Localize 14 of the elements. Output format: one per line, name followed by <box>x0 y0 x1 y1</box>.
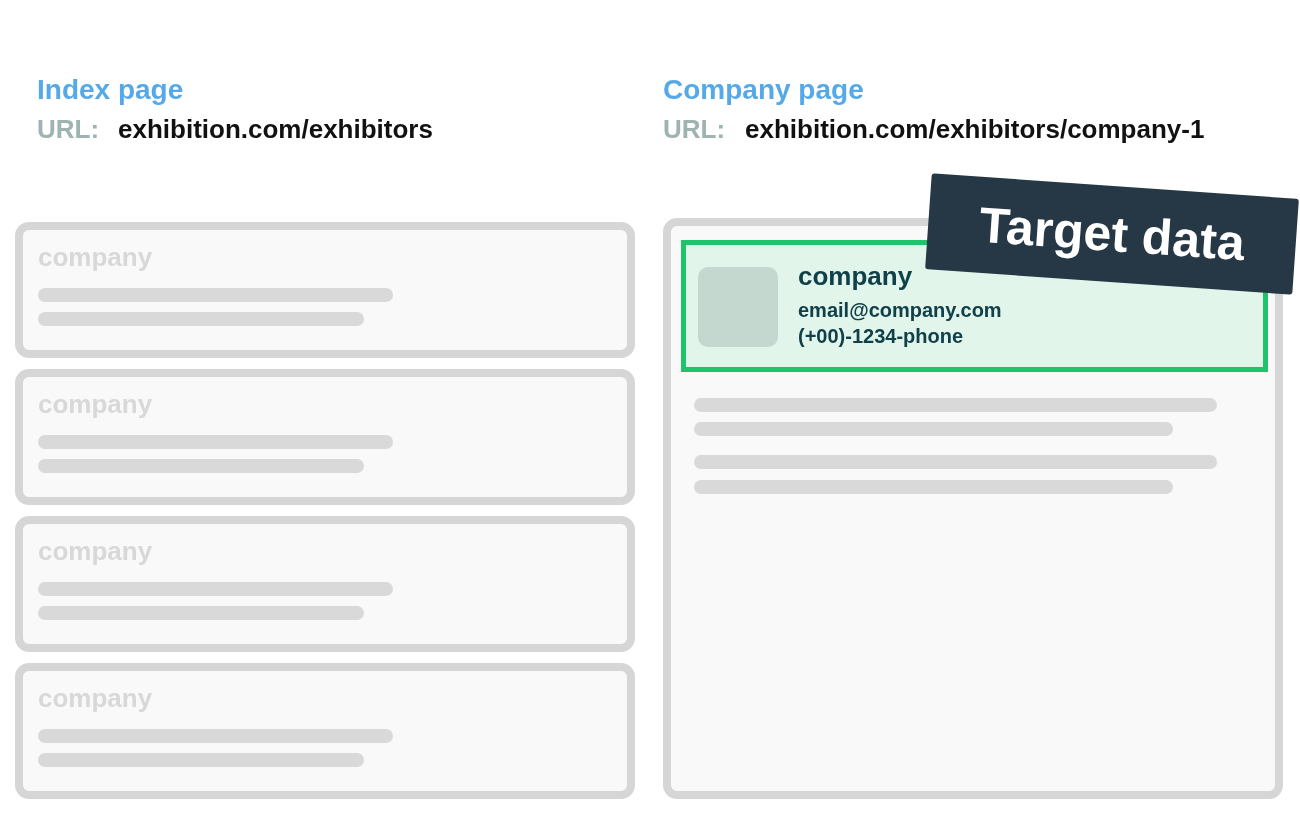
email-text: email@company.com <box>798 299 1002 322</box>
url-text: exhibition.com/exhibitors <box>118 114 433 145</box>
target-data-tag: Target data <box>925 173 1299 295</box>
url-label: URL: <box>37 114 100 145</box>
company-card <box>15 222 635 358</box>
company-card <box>15 369 635 505</box>
phone-text: (+00)-1234-phone <box>798 325 964 348</box>
page-heading: Index page <box>37 74 184 106</box>
company-name: company <box>798 261 913 292</box>
company-card <box>15 516 635 652</box>
page-heading: Company page <box>663 74 864 106</box>
company-card <box>15 663 635 799</box>
url-text: exhibition.com/exhibitors/company-1 <box>745 114 1205 145</box>
url-label: URL: <box>663 114 726 145</box>
